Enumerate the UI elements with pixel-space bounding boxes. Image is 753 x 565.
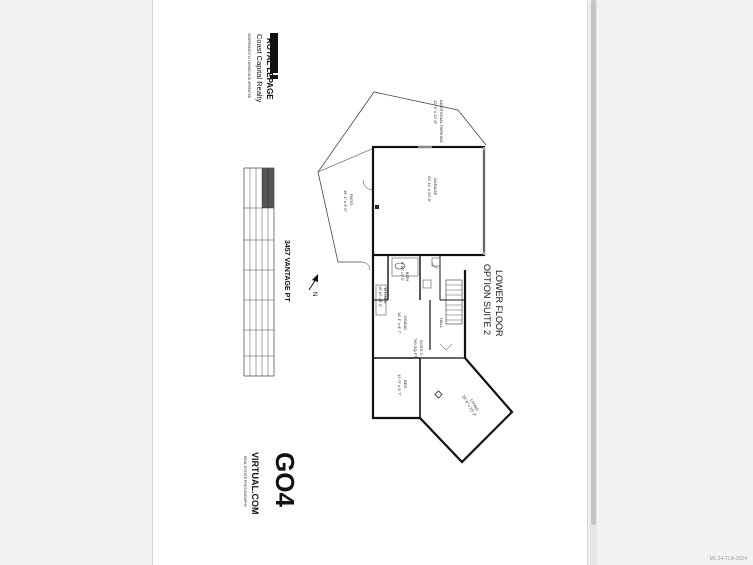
room-patio-dims: 16' 1" x 9' 0": [343, 190, 348, 213]
room-parking-name: ADDITIONAL PARKING: [439, 100, 444, 143]
room-bed-dims: 12' 0" x 9' 7": [397, 374, 402, 397]
room-garage-dims: 23' 11" x 23' 4": [427, 176, 432, 203]
go4-logo-mark: GO4: [270, 452, 300, 507]
room-garage-name: GARAGE: [433, 178, 438, 195]
staircase: [445, 279, 463, 325]
area-table: 3457 VANTAGE PT: [243, 167, 290, 377]
north-label: N: [311, 292, 317, 296]
room-bath-name: BATH: [405, 272, 409, 282]
brand-office: Coast Capital Realty: [255, 34, 264, 103]
scrollbar-thumb[interactable]: [591, 0, 596, 525]
room-bed-name: BED: [403, 380, 408, 388]
floor-plan-drawing: ROYAL LEPAGE Coast Capital Realty INDEPE…: [243, 33, 514, 515]
brand-name: ROYAL LEPAGE: [265, 38, 274, 100]
watermark-id: ML.24-TLA-2024: [709, 556, 747, 562]
go4-virtual-logo: GO4 VIRTUAL.COM REAL ESTATE PHOTOGRAPHY: [243, 452, 300, 515]
room-parking-dims: 12' 9" x 22' 8": [433, 100, 438, 125]
go4-tagline: REAL ESTATE PHOTOGRAPHY: [243, 456, 247, 508]
room-dining-dims: 14' 1" x 8' 7": [397, 312, 402, 335]
brand-tagline: INDEPENDENTLY OWNED AND OPERATED: [247, 33, 251, 99]
room-hall-name: HALL: [439, 318, 444, 329]
royal-lepage-logo: ROYAL LEPAGE Coast Capital Realty INDEPE…: [247, 33, 278, 103]
room-living-name: LIVING: [469, 398, 480, 412]
patio-outline: [317, 171, 362, 263]
north-arrow: N: [308, 274, 319, 296]
address-title: 3457 VANTAGE PT: [283, 240, 290, 302]
floor-title: LOWER FLOOR: [494, 270, 504, 337]
room-kitchen-name: KITCHEN: [383, 288, 387, 304]
room-bath-dims: 8' 10" x 5' 5": [400, 262, 404, 282]
parking-outline: [317, 91, 487, 173]
vertical-scrollbar[interactable]: [590, 0, 597, 565]
room-patio-name: PATIO: [349, 194, 354, 205]
go4-site: VIRTUAL.COM: [250, 452, 260, 515]
room-dining-name: DINING: [403, 316, 408, 330]
floor-subtitle: OPTION SUITE 2: [482, 264, 492, 335]
room-kitchen-dims: 10' 10" x 5' 5": [378, 286, 382, 308]
room-suite-name: SUITE 2: [419, 340, 424, 356]
room-suite-area: 760 SQ FT: [413, 338, 418, 358]
document-page: ROYAL LEPAGE Coast Capital Realty INDEPE…: [153, 0, 587, 565]
